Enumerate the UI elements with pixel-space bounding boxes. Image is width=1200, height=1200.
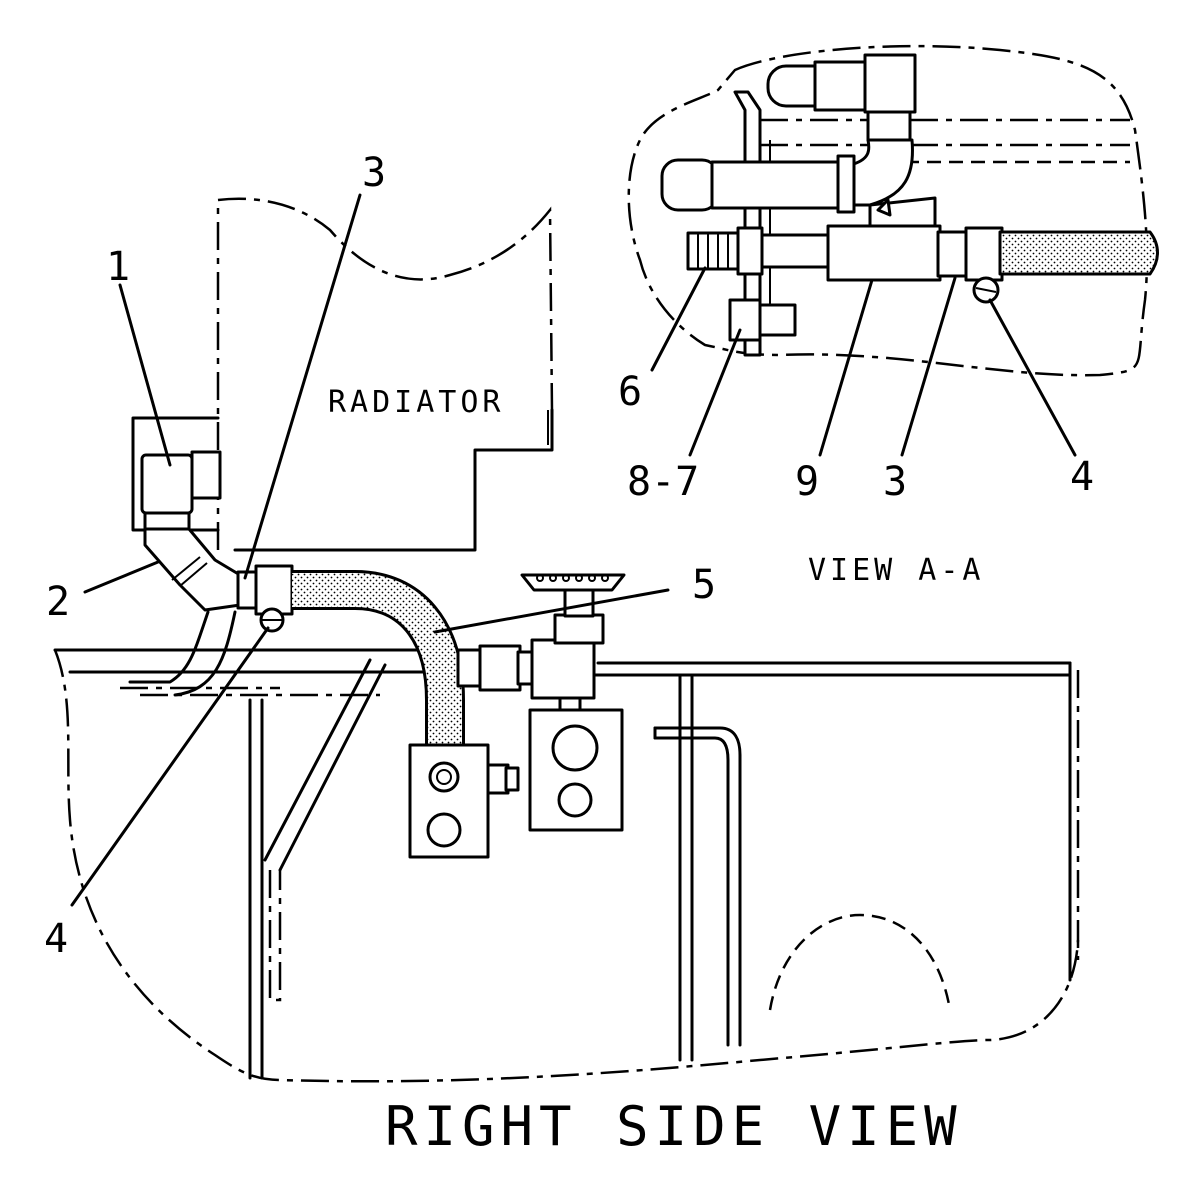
valve-drain xyxy=(558,696,582,712)
valve-nut xyxy=(456,648,484,688)
leader-4 xyxy=(70,626,270,907)
strut-dash xyxy=(268,870,282,1002)
dipstick-tube xyxy=(653,726,742,1047)
elbow-fitting-2 xyxy=(143,527,242,612)
callout-9: 9 xyxy=(795,459,819,505)
elbow-body xyxy=(863,53,917,114)
radiator-base xyxy=(233,408,554,552)
callout-8-7: 8-7 xyxy=(627,459,699,505)
leader-2 xyxy=(83,560,160,594)
view-a-a-detail: 6 8-7 9 3 4 VIEW A-A xyxy=(618,44,1159,588)
valve-top xyxy=(868,196,937,230)
fitting-6 xyxy=(686,231,740,271)
elbow-adapter xyxy=(190,450,222,500)
housing-port xyxy=(557,782,593,818)
callout-2: 2 xyxy=(46,579,70,625)
inspection-arc xyxy=(768,913,952,1011)
hose-clamp xyxy=(254,564,294,616)
plug-nut xyxy=(836,154,856,214)
wheel-grip xyxy=(536,574,544,582)
screw-slot xyxy=(975,287,997,293)
hex-nut xyxy=(736,226,764,276)
block-port xyxy=(428,761,460,793)
wheel-grip xyxy=(601,574,609,582)
side-view-caption: RIGHT SIDE VIEW xyxy=(385,1095,963,1158)
hose-5 xyxy=(292,573,462,745)
elbow-tail xyxy=(173,610,237,697)
leader-8-7 xyxy=(688,328,742,457)
elbow-joint xyxy=(179,562,208,587)
plug-cap xyxy=(660,158,720,212)
bracket-plate xyxy=(733,90,762,357)
right-side-view: RADIATOR xyxy=(44,150,1080,1158)
callout-1: 1 xyxy=(106,244,130,290)
valve-9 xyxy=(826,224,942,282)
leader-6 xyxy=(650,266,707,372)
valve-nut xyxy=(936,230,970,278)
elbow-collar xyxy=(866,110,912,142)
callout-3: 3 xyxy=(883,459,907,505)
valve-coupling xyxy=(478,644,522,692)
tank-outline xyxy=(53,649,1080,1083)
valve-bonnet xyxy=(553,613,605,645)
hose-detail xyxy=(998,230,1159,276)
elbow-bend xyxy=(848,138,914,207)
wheel-grip xyxy=(562,574,570,582)
wheel-grip xyxy=(588,574,596,582)
radiator-label: RADIATOR xyxy=(328,385,505,420)
block-fitting-cap xyxy=(504,766,520,792)
plug-pipe xyxy=(710,160,854,210)
hose-clamp-3 xyxy=(964,226,1004,282)
radiator-outline xyxy=(216,197,554,550)
callout-4: 4 xyxy=(1070,454,1094,500)
valve-body xyxy=(530,638,596,700)
callout-4: 4 xyxy=(44,916,68,962)
strut xyxy=(278,663,387,872)
elbow-fitting-1 xyxy=(140,453,194,515)
leader-3 xyxy=(900,276,957,457)
dipstick-tube xyxy=(653,736,730,1047)
wheel-grip xyxy=(575,574,583,582)
pipe-segment xyxy=(813,60,872,112)
bolt-head xyxy=(728,298,762,342)
valve-arrow xyxy=(876,198,892,217)
adapter-body xyxy=(760,233,834,269)
leader-1 xyxy=(118,283,172,467)
elbow-collar xyxy=(143,511,191,531)
leader-9 xyxy=(818,278,874,457)
housing-port xyxy=(551,724,599,772)
bolt-shank xyxy=(758,303,797,337)
leader-4 xyxy=(988,298,1077,457)
callout-5: 5 xyxy=(692,562,716,608)
callout-6: 6 xyxy=(618,369,642,415)
view-a-outline xyxy=(627,44,1149,377)
leader-3 xyxy=(243,193,362,580)
callout-3: 3 xyxy=(362,150,386,196)
elbow-joint xyxy=(171,556,201,581)
elbow-tail xyxy=(128,610,210,684)
block-port xyxy=(426,812,462,848)
wheel-grip xyxy=(549,574,557,582)
leader-5 xyxy=(433,588,670,634)
strut xyxy=(263,658,372,862)
view-a-caption: VIEW A-A xyxy=(808,553,985,588)
block-port-inner xyxy=(436,769,452,785)
